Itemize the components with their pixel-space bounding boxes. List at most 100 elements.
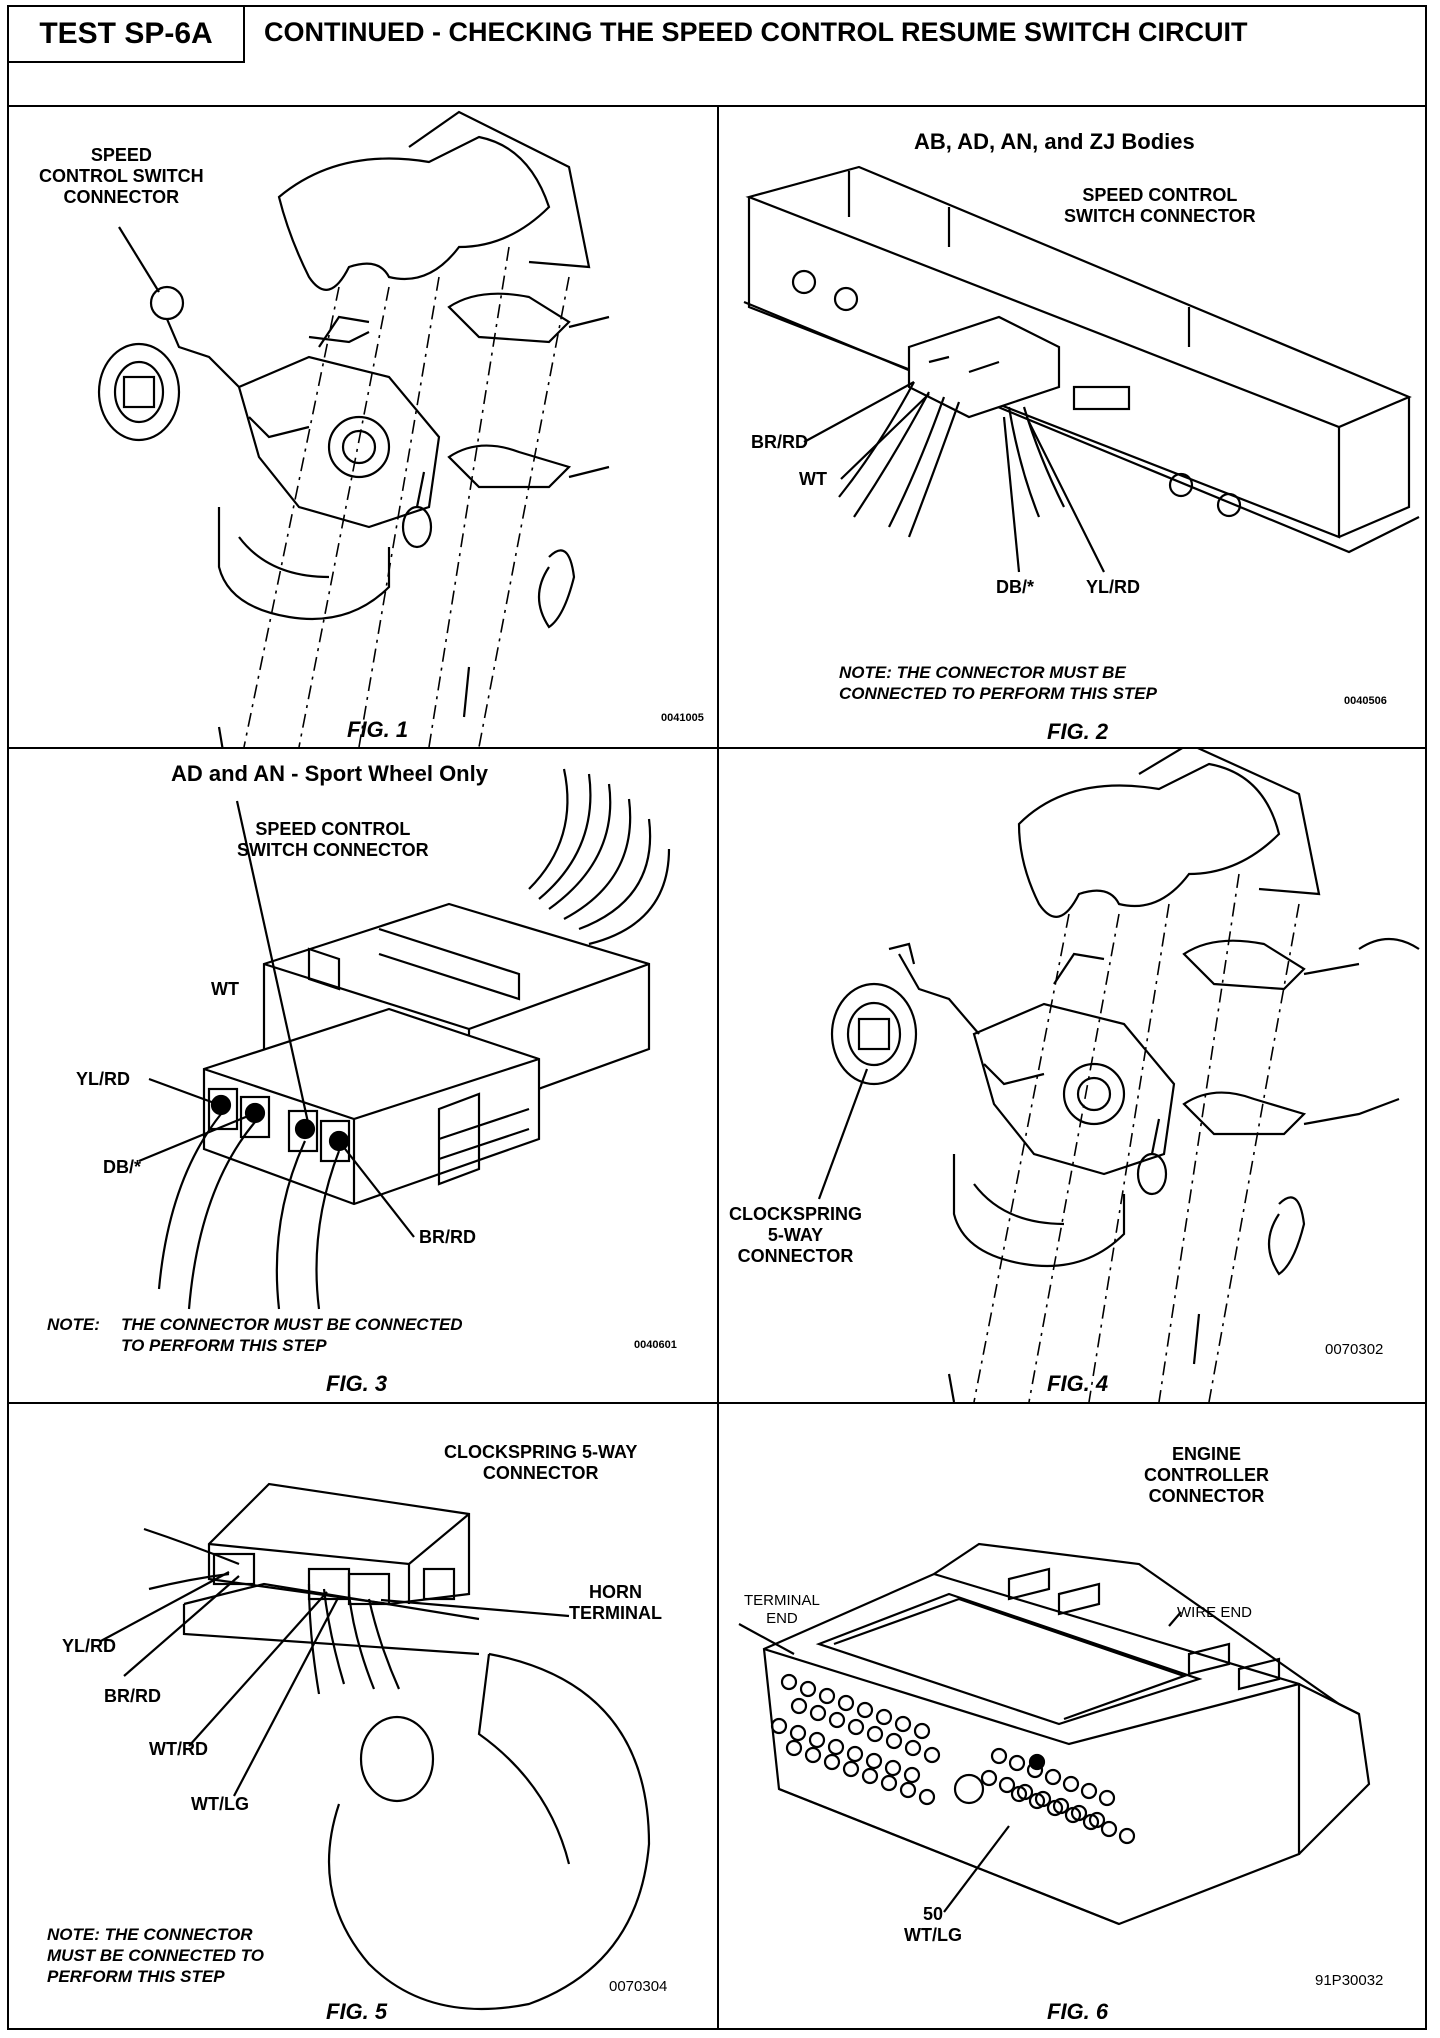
connector-pin xyxy=(899,1781,917,1799)
fig2-wire-yl-rd: YL/RD xyxy=(1086,577,1140,597)
fig3-connector-label: SPEED CONTROL SWITCH CONNECTOR xyxy=(237,819,429,860)
connector-pin xyxy=(875,1708,893,1726)
connector-pin-grid xyxy=(770,1673,1136,1845)
connector-pin xyxy=(818,1687,836,1705)
fig2-subtitle: AB, AD, AN, and ZJ Bodies xyxy=(914,129,1195,154)
figure-2: AB, AD, AN, and ZJ Bodies SPEED CONTROL … xyxy=(719,107,1427,747)
fig2-wire-wt: WT xyxy=(799,469,827,489)
fig5-code: 0070304 xyxy=(609,1978,668,1995)
page-header: TEST SP-6A CONTINUED - CHECKING THE SPEE… xyxy=(9,7,1425,107)
fig3-wire-wt: WT xyxy=(211,979,239,999)
connector-pin xyxy=(865,1752,883,1770)
fig1-code: 0041005 xyxy=(661,712,704,724)
connector-pin xyxy=(894,1715,912,1733)
clockspring-connector-drawing xyxy=(98,1482,651,2010)
row-divider-1 xyxy=(9,747,1425,749)
connector-pin xyxy=(1008,1754,1026,1772)
fig6-code: 91P30032 xyxy=(1315,1972,1384,1989)
connector-pin xyxy=(1062,1775,1080,1793)
fig6-wire-end-label: WIRE END xyxy=(1177,1604,1252,1621)
service-manual-page: TEST SP-6A CONTINUED - CHECKING THE SPEE… xyxy=(7,5,1427,2030)
connector-pin xyxy=(903,1766,921,1784)
connector-pin xyxy=(923,1746,941,1764)
connector-pin xyxy=(880,1774,898,1792)
fig5-wire-wt-rd: WT/RD xyxy=(149,1739,208,1759)
connector-pin xyxy=(1046,1799,1064,1817)
connector-pin xyxy=(856,1701,874,1719)
figure-1: SPEED CONTROL SWITCH CONNECTOR xyxy=(9,107,717,747)
connector-pin xyxy=(780,1673,798,1691)
fig2-note: NOTE: THE CONNECTOR MUST BE CONNECTED TO… xyxy=(839,663,1157,703)
connector-pin xyxy=(770,1717,788,1735)
fig1-connector-label: SPEED CONTROL SWITCH CONNECTOR xyxy=(39,145,204,207)
fig2-code: 0040506 xyxy=(1344,695,1387,707)
sport-wheel-connector-drawing xyxy=(138,768,671,1310)
connector-pin xyxy=(828,1711,846,1729)
fig5-horn-label: HORN TERMINAL xyxy=(569,1582,662,1623)
fig2-connector-label: SPEED CONTROL SWITCH CONNECTOR xyxy=(1064,185,1256,226)
fig5-caption: FIG. 5 xyxy=(326,1999,388,2024)
figure-6: ENGINE CONTROLLER CONNECTOR TERMINAL END… xyxy=(719,1404,1427,2030)
fig6-caption: FIG. 6 xyxy=(1047,1999,1109,2024)
connector-pin xyxy=(885,1732,903,1750)
figure-5: CLOCKSPRING 5-WAY CONNECTOR HORN TERMINA… xyxy=(9,1404,717,2030)
fig3-note: THE CONNECTOR MUST BE CONNECTED TO PERFO… xyxy=(121,1315,463,1355)
connector-pin xyxy=(827,1738,845,1756)
fig4-connector-label: CLOCKSPRING 5-WAY CONNECTOR xyxy=(729,1204,863,1266)
connector-pin xyxy=(884,1759,902,1777)
connector-pin xyxy=(990,1747,1008,1765)
connector-pin xyxy=(809,1704,827,1722)
fig1-caption: FIG. 1 xyxy=(347,717,409,742)
connector-pin xyxy=(1010,1785,1028,1803)
connector-pin xyxy=(804,1746,822,1764)
connector-pin xyxy=(904,1739,922,1757)
switch-connector-drawing xyxy=(743,165,1420,573)
connector-pin xyxy=(1080,1782,1098,1800)
connector-pin xyxy=(790,1697,808,1715)
connector-pin xyxy=(1100,1820,1118,1838)
connector-pin xyxy=(1044,1768,1062,1786)
connector-pin xyxy=(1082,1813,1100,1831)
fig6-connector-label: ENGINE CONTROLLER CONNECTOR xyxy=(1144,1444,1269,1506)
connector-pin xyxy=(866,1725,884,1743)
fig3-code: 0040601 xyxy=(634,1339,677,1351)
fig3-note-head: NOTE: xyxy=(47,1315,100,1334)
connector-pin xyxy=(998,1776,1016,1794)
connector-pin xyxy=(842,1760,860,1778)
connector-pin xyxy=(846,1745,864,1763)
figure-4: CLOCKSPRING 5-WAY CONNECTOR 0070302 FIG.… xyxy=(719,749,1427,1402)
connector-pin xyxy=(1118,1827,1136,1845)
fig3-wire-br-rd: BR/RD xyxy=(419,1227,476,1247)
engine-controller-connector-drawing xyxy=(738,1542,1371,1926)
connector-pin xyxy=(918,1788,936,1806)
page-title: CONTINUED - CHECKING THE SPEED CONTROL R… xyxy=(264,17,1248,47)
fig4-caption: FIG. 4 xyxy=(1047,1371,1109,1396)
connector-pin xyxy=(1028,1792,1046,1810)
connector-pin xyxy=(789,1724,807,1742)
steering-column-drawing xyxy=(97,110,610,747)
fig2-caption: FIG. 2 xyxy=(1047,719,1109,744)
connector-pin xyxy=(1026,1761,1044,1779)
fig3-subtitle: AD and AN - Sport Wheel Only xyxy=(171,761,488,786)
fig5-note: NOTE: THE CONNECTOR MUST BE CONNECTED TO… xyxy=(47,1925,264,1986)
fig6-terminal-end-label: TERMINAL END xyxy=(744,1592,820,1627)
fig2-wire-br-rd: BR/RD xyxy=(751,432,808,452)
clockspring-column-drawing xyxy=(817,749,1420,1402)
figure-3: AD and AN - Sport Wheel Only SPEED CONTR… xyxy=(9,749,717,1402)
connector-pin xyxy=(847,1718,865,1736)
connector-pin xyxy=(980,1769,998,1787)
fig5-connector-label: CLOCKSPRING 5-WAY CONNECTOR xyxy=(444,1442,638,1483)
fig6-pin-label: 50 WT/LG xyxy=(904,1904,962,1945)
connector-pin xyxy=(785,1739,803,1757)
column-divider xyxy=(717,107,719,2030)
connector-pin xyxy=(1064,1806,1082,1824)
fig5-wire-wt-lg: WT/LG xyxy=(191,1794,249,1814)
connector-pin xyxy=(1098,1789,1116,1807)
connector-pin xyxy=(861,1767,879,1785)
connector-pin xyxy=(808,1731,826,1749)
fig2-wire-db: DB/* xyxy=(996,577,1035,597)
fig3-caption: FIG. 3 xyxy=(326,1371,388,1396)
fig3-wire-yl-rd: YL/RD xyxy=(76,1069,130,1089)
fig3-wire-db: DB/* xyxy=(103,1157,142,1177)
connector-pin xyxy=(823,1753,841,1771)
